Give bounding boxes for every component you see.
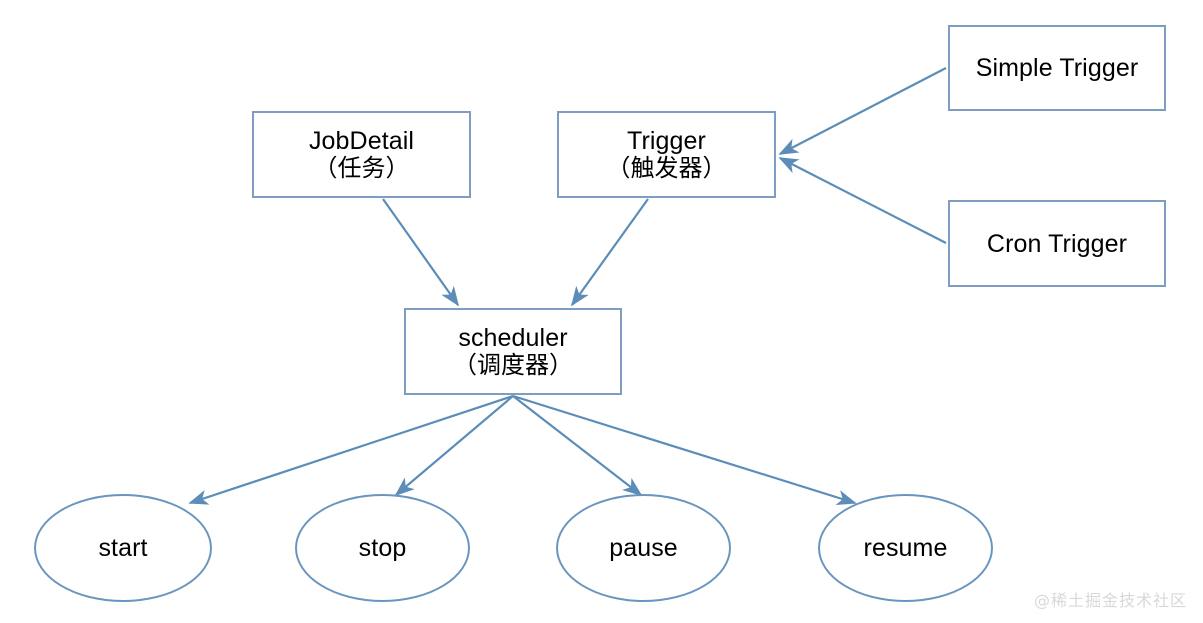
node-label-en: scheduler: [458, 324, 568, 353]
node-label-en: stop: [358, 534, 407, 562]
node-trigger[interactable]: Trigger （触发器）: [557, 111, 776, 198]
node-label-en: JobDetail: [308, 127, 415, 156]
node-simple-trigger[interactable]: Simple Trigger: [948, 25, 1166, 111]
node-label-en: Trigger: [627, 127, 706, 156]
node-scheduler[interactable]: scheduler （调度器）: [404, 308, 622, 395]
edge-jobdetail-to-scheduler: [382, 198, 460, 307]
node-stop[interactable]: stop: [295, 494, 470, 602]
node-label-en: pause: [609, 534, 678, 562]
node-jobdetail[interactable]: JobDetail （任务）: [252, 111, 471, 198]
edge-scheduler-to-stop: [394, 395, 514, 497]
node-label-en: start: [98, 534, 148, 562]
edge-scheduler-to-start: [188, 394, 514, 505]
edge-cron-trigger-to-trigger: [778, 157, 947, 244]
node-cron-trigger[interactable]: Cron Trigger: [948, 200, 1166, 287]
node-label-en: resume: [863, 534, 948, 562]
node-resume[interactable]: resume: [818, 494, 993, 602]
node-start[interactable]: start: [34, 494, 212, 602]
edge-scheduler-to-pause: [512, 395, 643, 497]
node-label-cn: （任务）: [313, 154, 410, 183]
node-label-en: Cron Trigger: [986, 229, 1128, 258]
node-label-en: Simple Trigger: [975, 54, 1139, 82]
edge-scheduler-to-resume: [512, 394, 857, 505]
node-label-cn: （触发器）: [606, 154, 727, 183]
node-pause[interactable]: pause: [556, 494, 731, 602]
watermark: @稀土掘金技术社区: [1033, 591, 1187, 610]
edge-simple-trigger-to-trigger: [778, 67, 947, 155]
node-label-cn: （调度器）: [453, 351, 573, 380]
edge-trigger-to-scheduler: [570, 198, 649, 307]
